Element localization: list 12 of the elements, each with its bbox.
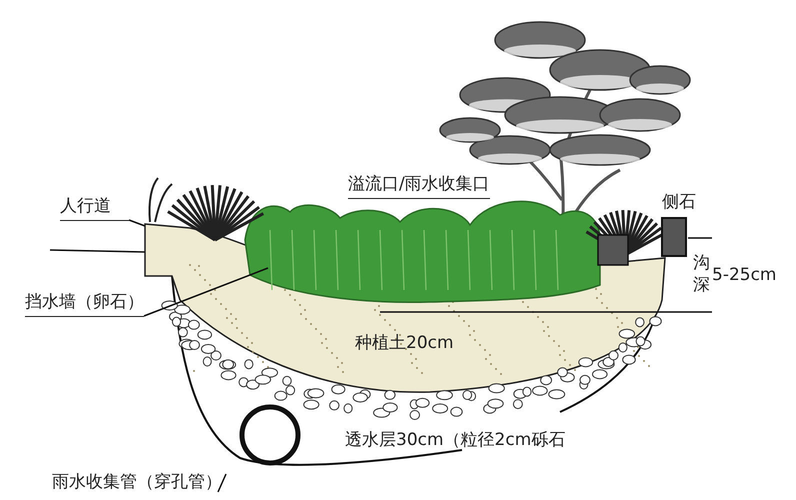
outlet-label: 溢流口/雨水收集口 (348, 174, 490, 199)
permeable-layer-label: 透水层30cm（粒径2cm砾石 (345, 430, 566, 450)
drain-pipe-label: 雨水收集管（穿孔管） (52, 472, 222, 492)
leader-line (144, 267, 268, 317)
planting-soil-label: 种植土20cm (355, 333, 454, 353)
leader-line (128, 219, 146, 227)
depth-label: 沟深 (693, 252, 711, 296)
sidewalk-label: 人行道 (60, 196, 129, 221)
leader-line (217, 474, 227, 492)
retaining-wall-label: 挡水墙（卵石） (25, 292, 144, 317)
curb-label: 侧石 (662, 192, 696, 212)
depth-value: 5-25cm (712, 265, 776, 285)
